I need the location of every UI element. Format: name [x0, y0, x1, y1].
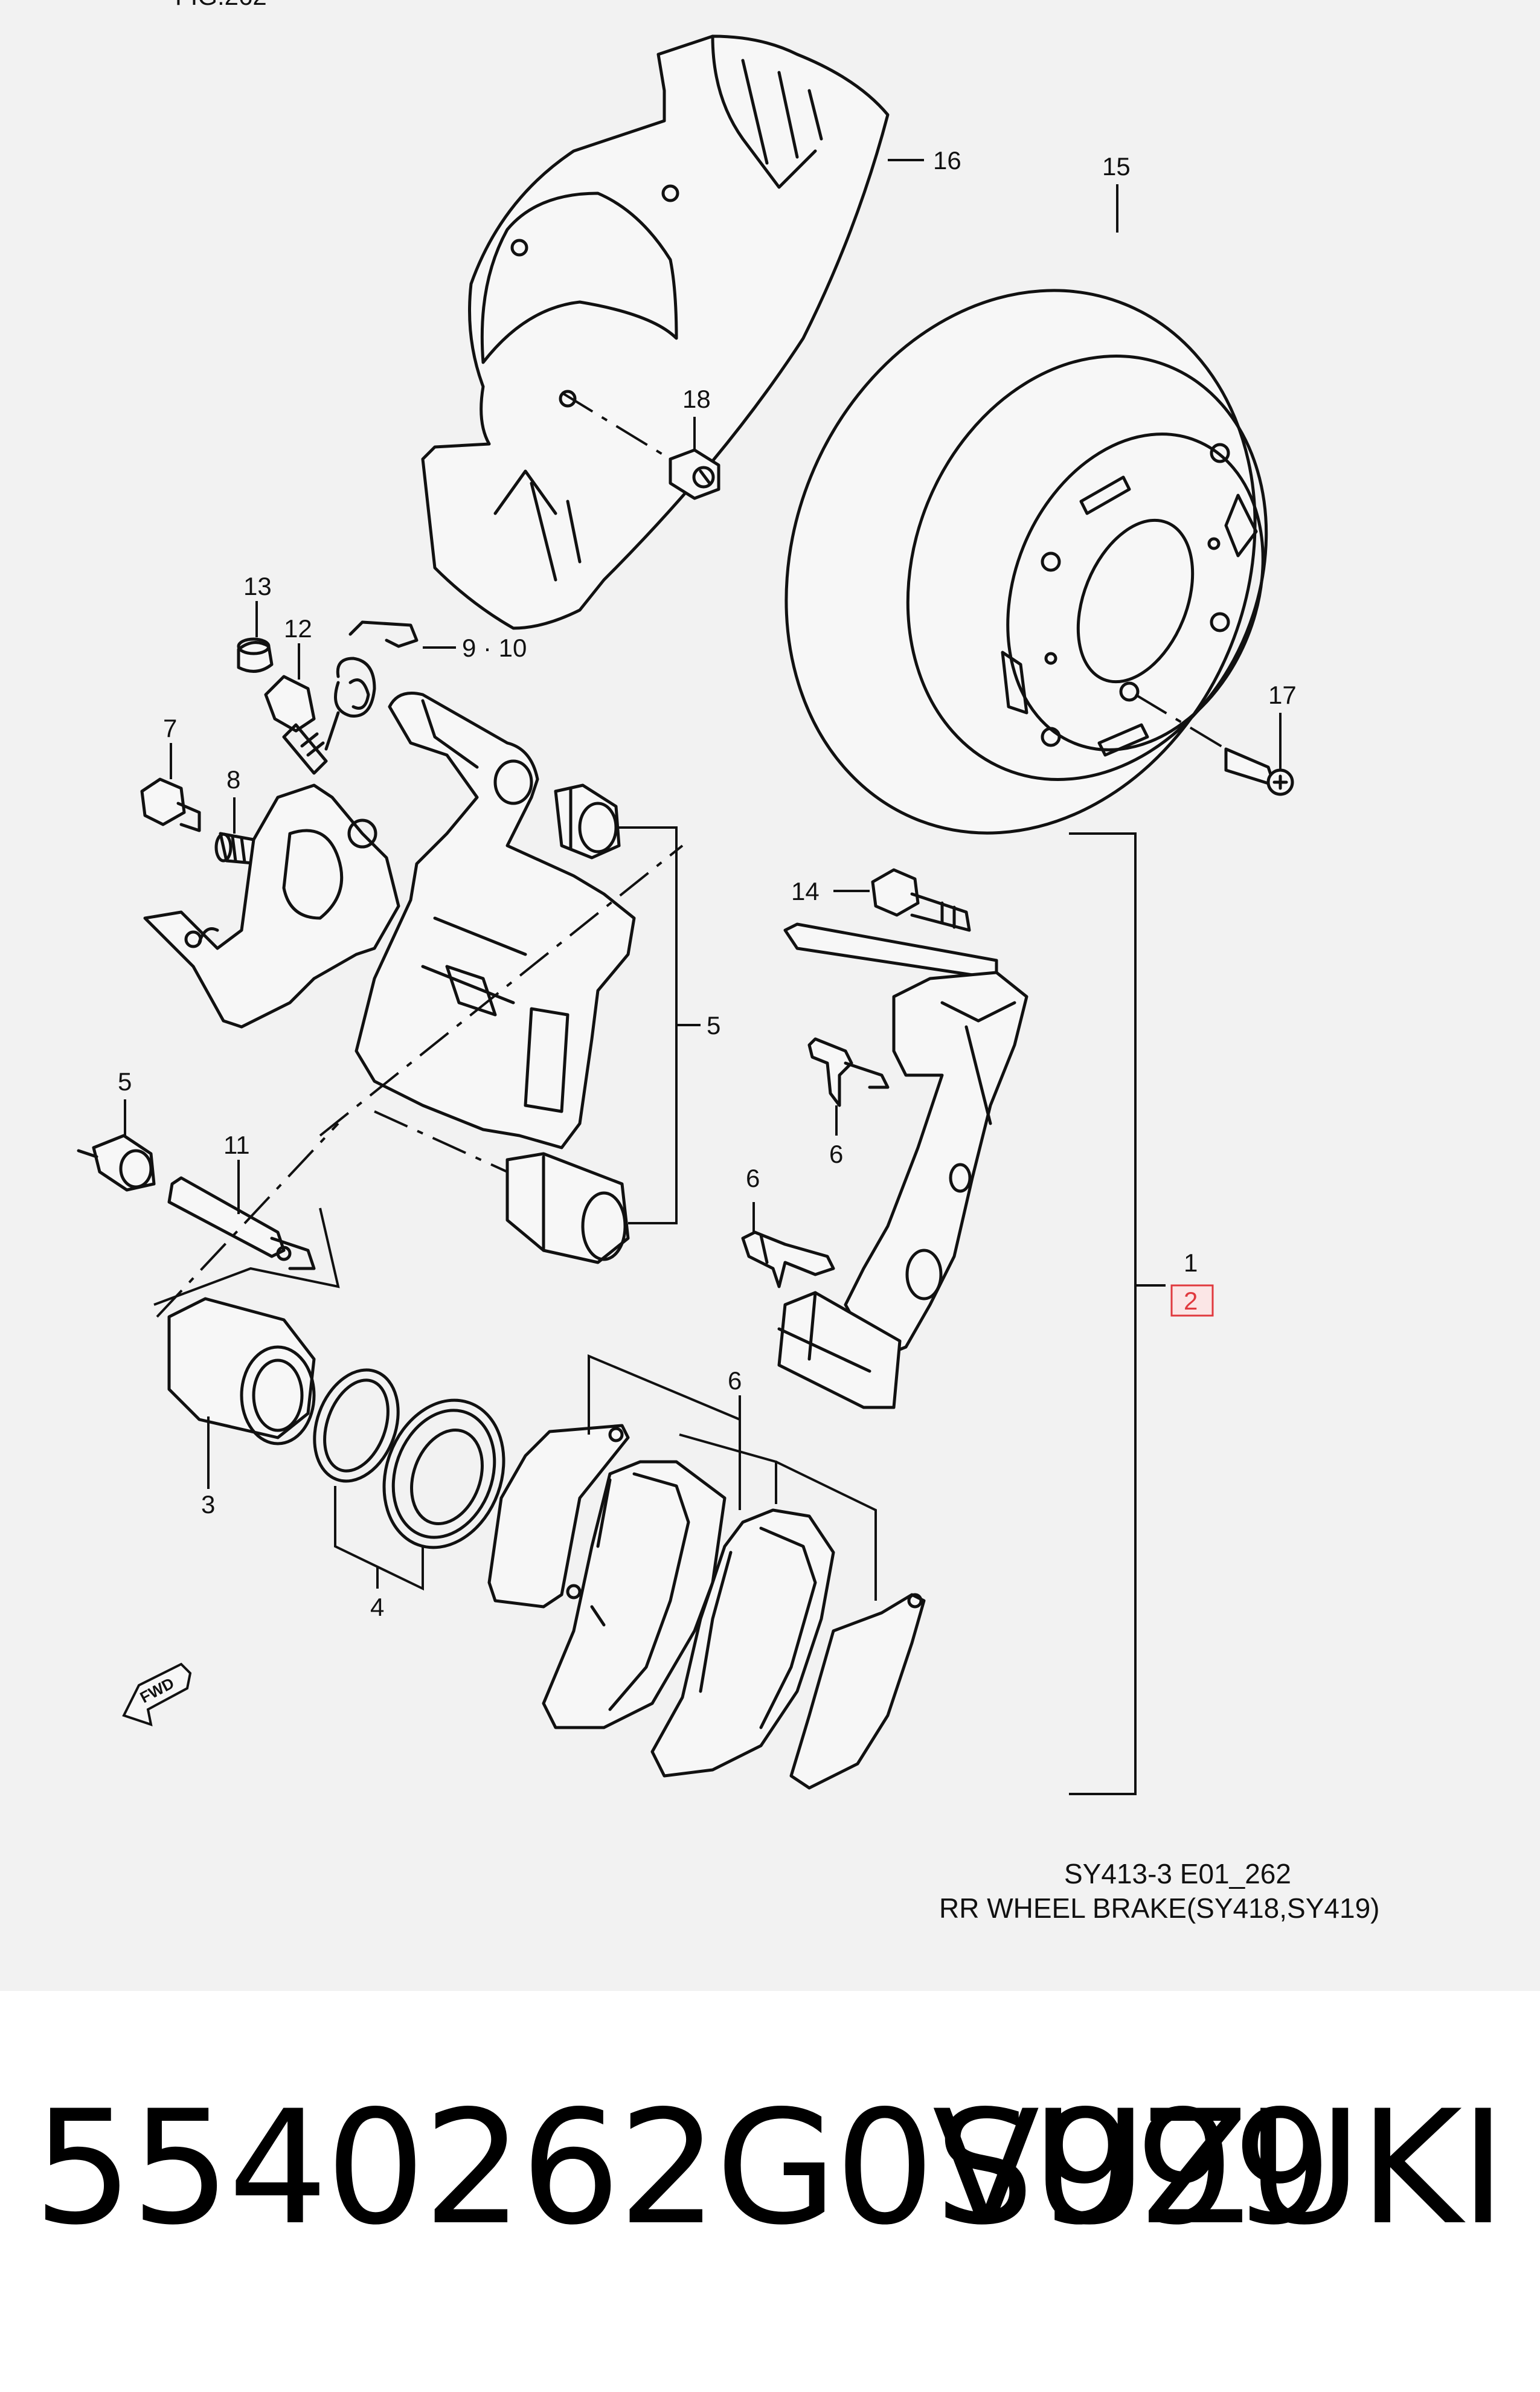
diagram-code: SY413-3 E01_262: [1064, 1858, 1291, 1889]
hose-fitting-8[interactable]: [214, 832, 261, 866]
pad-clip-6-lower[interactable]: [741, 1230, 835, 1288]
callout-6c: 6: [728, 1366, 742, 1395]
bolt-14[interactable]: [871, 868, 971, 932]
callout-8: 8: [226, 765, 240, 794]
boot-5-lower[interactable]: [505, 1152, 630, 1264]
brake-pad-shim-outer[interactable]: [487, 1424, 630, 1609]
callout-5b: 5: [118, 1067, 132, 1096]
callout-7: 7: [163, 714, 177, 742]
callout-15: 15: [1102, 152, 1131, 181]
callout-2[interactable]: 2: [1184, 1287, 1198, 1315]
callout-4: 4: [370, 1593, 384, 1621]
parts-diagram: FIG.262 16 18 15: [0, 0, 1540, 1991]
callout-6b: 6: [746, 1164, 760, 1192]
bleeder-cap-13[interactable]: [237, 637, 274, 673]
pad-support-bracket[interactable]: [777, 922, 1028, 1409]
piston-boot-4[interactable]: [364, 1383, 524, 1564]
callout-3: 3: [201, 1490, 215, 1519]
boot-5-left[interactable]: [77, 1134, 156, 1192]
guide-pin-11[interactable]: [167, 1176, 316, 1270]
callout-12: 12: [284, 614, 312, 643]
bolt-18[interactable]: [669, 448, 720, 500]
callout-13: 13: [243, 572, 272, 600]
boot-5-upper[interactable]: [554, 783, 621, 860]
backing-plate-16[interactable]: [421, 34, 890, 630]
bracket-4: [334, 1486, 424, 1591]
footer: [0, 1991, 1540, 2392]
caliper-bracket[interactable]: [355, 692, 636, 1149]
bleeder-screw-12[interactable]: [264, 675, 328, 775]
brake-pad-inner[interactable]: [650, 1508, 835, 1778]
callout-17: 17: [1268, 681, 1297, 709]
callout-16: 16: [933, 146, 961, 175]
callout-9-10: 9 · 10: [462, 634, 527, 662]
brake-pad-shim-inner[interactable]: [789, 1593, 926, 1790]
spring-clip-9-10[interactable]: [324, 620, 419, 751]
center-line-caliper-upper: [319, 844, 684, 1137]
bracket-1-2: [1069, 832, 1137, 1795]
piston-3[interactable]: [167, 1297, 316, 1445]
diagram-canvas: FIG.262 16 18 15: [77, 0, 1379, 1924]
bracket-5: [616, 826, 678, 1224]
bracket-6: [588, 1354, 877, 1601]
callout-14: 14: [791, 877, 820, 905]
pad-clip-6-upper[interactable]: [807, 1037, 890, 1107]
highlight-box-2[interactable]: [1170, 1284, 1214, 1317]
caliper-body[interactable]: [143, 783, 400, 1029]
callout-18: 18: [682, 385, 711, 413]
part-number: 5540262G0V999: [33, 2077, 1332, 2260]
banjo-bolt-7[interactable]: [140, 777, 201, 832]
center-line-17: [1134, 693, 1227, 750]
brake-pad-outer[interactable]: [542, 1460, 727, 1729]
figure-ref-fragment: FIG.262: [175, 0, 267, 10]
callout-6a: 6: [829, 1140, 843, 1168]
callout-1: 1: [1184, 1249, 1198, 1277]
piston-seal-4[interactable]: [300, 1358, 412, 1493]
brand-name: SUZUKI: [934, 2077, 1506, 2260]
fwd-arrow-icon: FWD: [122, 1662, 192, 1726]
screw-17[interactable]: [1224, 747, 1294, 796]
diagram-title: RR WHEEL BRAKE(SY418,SY419): [939, 1892, 1379, 1924]
callout-11: 11: [223, 1131, 250, 1159]
callout-5a: 5: [707, 1011, 720, 1040]
piston-outline-guide: [153, 1207, 340, 1306]
center-line-caliper-lower: [374, 1110, 508, 1173]
center-line-piston: [156, 1122, 339, 1318]
center-line-18: [560, 391, 672, 460]
